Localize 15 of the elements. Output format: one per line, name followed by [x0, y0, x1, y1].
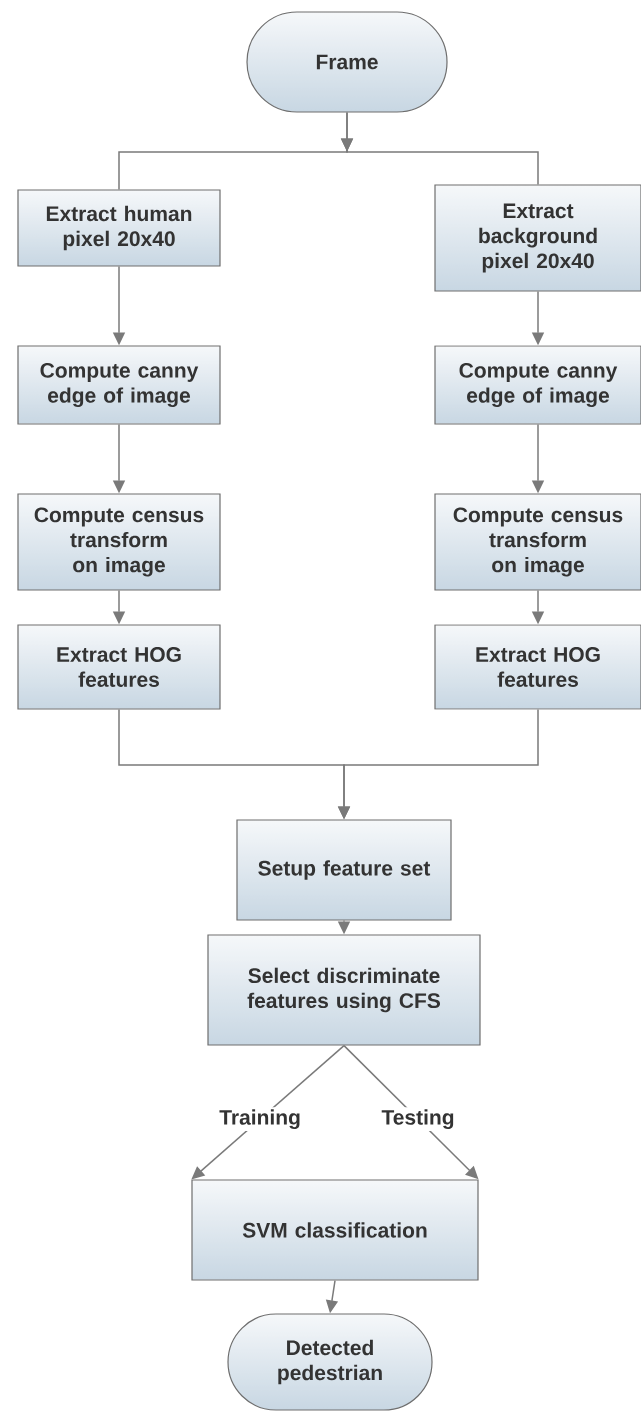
edge-label: Testing [379, 1107, 457, 1132]
process-box: Setup feature set [236, 819, 452, 921]
process-box: Extract HOG features [434, 624, 641, 710]
process-box: Compute census transform on image [434, 493, 641, 591]
process-box: Select discriminate features using CFS [207, 934, 481, 1046]
process-box: Compute canny edge of image [434, 345, 641, 425]
process-box: Extract background pixel 20x40 [434, 184, 641, 292]
process-box: Compute canny edge of image [17, 345, 221, 425]
edge-label: Training [217, 1107, 303, 1132]
process-box: Extract HOG features [17, 624, 221, 710]
terminal-oval: Detected pedestrian [227, 1313, 433, 1411]
process-box: Compute census transform on image [17, 493, 221, 591]
process-box: Extract human pixel 20x40 [17, 189, 221, 267]
process-box: SVM classification [191, 1179, 479, 1281]
terminal-oval: Frame [246, 11, 448, 113]
